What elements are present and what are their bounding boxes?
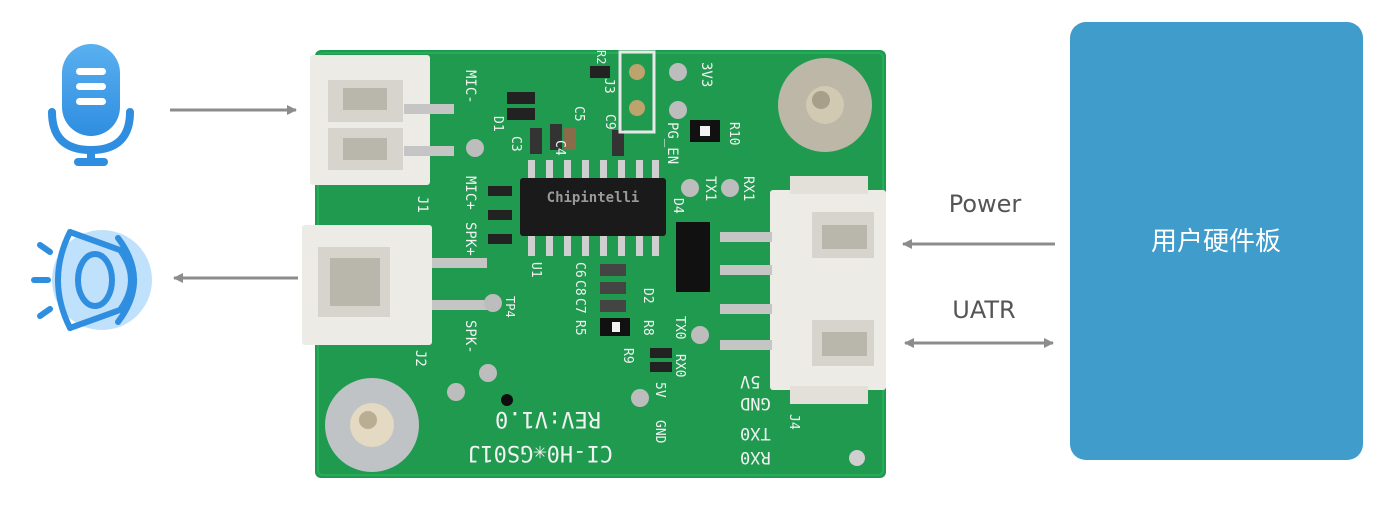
silk-rx1: RX1 — [740, 176, 756, 201]
silk-tp4: TP4 — [503, 296, 517, 318]
silkscreen: MIC- MIC+ J1 D1 C3 C4 C5 C9 R2 J3 3V3 PG… — [412, 50, 801, 467]
user-board-box — [1070, 22, 1363, 460]
speaker-icon — [31, 229, 152, 331]
silk-tx0: TX0 — [672, 316, 687, 339]
silk-spk-plus: SPK+ — [462, 222, 478, 256]
silk-j4: J4 — [786, 414, 801, 430]
silk-j3: J3 — [601, 78, 616, 94]
silk-rev: REV:V1.0 — [495, 406, 601, 431]
silk-pg-en: PG_EN — [664, 122, 680, 164]
user-board-label: 用户硬件板 — [1151, 227, 1281, 257]
connector-j1 — [310, 55, 454, 185]
silk-spk-minus: SPK- — [462, 320, 478, 354]
connector-j2 — [302, 225, 487, 345]
silk-pin-5v: 5V — [740, 371, 760, 391]
silk-mic-minus: MIC- — [462, 70, 478, 104]
silk-pin-tx0: TX0 — [740, 423, 771, 443]
silk-d4: D4 — [670, 198, 685, 214]
test-pads — [447, 50, 865, 466]
silk-model: CI-H0✳GS01J — [467, 440, 613, 465]
silk-u1: U1 — [528, 262, 543, 278]
silk-d1: D1 — [490, 116, 505, 132]
smd-components — [488, 66, 720, 372]
silk-r5: R5 — [572, 320, 587, 336]
pcb-board: Chipintelli — [302, 50, 886, 478]
silk-d2: D2 — [640, 288, 655, 304]
chip-label: Chipintelli — [547, 190, 640, 206]
power-label: Power — [949, 190, 1022, 218]
silk-j1: J1 — [414, 196, 430, 213]
silk-mic-plus: MIC+ — [462, 176, 478, 210]
silk-c9: C9 — [602, 114, 617, 130]
silk-pin-rx0: RX0 — [740, 447, 771, 467]
silk-3v3: 3V3 — [698, 62, 714, 87]
silk-gnd: GND — [652, 420, 667, 444]
uatr-label: UATR — [952, 296, 1015, 324]
silk-c3: C3 — [508, 136, 523, 152]
silk-r9: R9 — [620, 348, 635, 364]
connector-j4 — [720, 176, 886, 404]
silk-c7: C7 — [572, 298, 587, 314]
mounting-hole-bottom-left — [325, 378, 419, 472]
silk-j2: J2 — [412, 350, 428, 367]
silk-r2: R2 — [594, 50, 608, 64]
silk-c8: C8 — [572, 280, 587, 296]
silk-5v: 5V — [652, 382, 667, 398]
silk-r10: R10 — [726, 122, 741, 145]
mounting-hole-top-right — [778, 58, 872, 152]
silk-c5: C5 — [571, 106, 586, 122]
silk-r8: R8 — [640, 320, 655, 336]
chip-u1: Chipintelli — [520, 160, 666, 256]
silk-c4: C4 — [552, 140, 567, 156]
silk-c6: C6 — [572, 262, 587, 278]
microphone-icon — [48, 44, 134, 166]
silk-rx0: RX0 — [672, 354, 687, 377]
silk-tx1: TX1 — [702, 176, 718, 201]
silk-pin-gnd: GND — [740, 393, 771, 413]
